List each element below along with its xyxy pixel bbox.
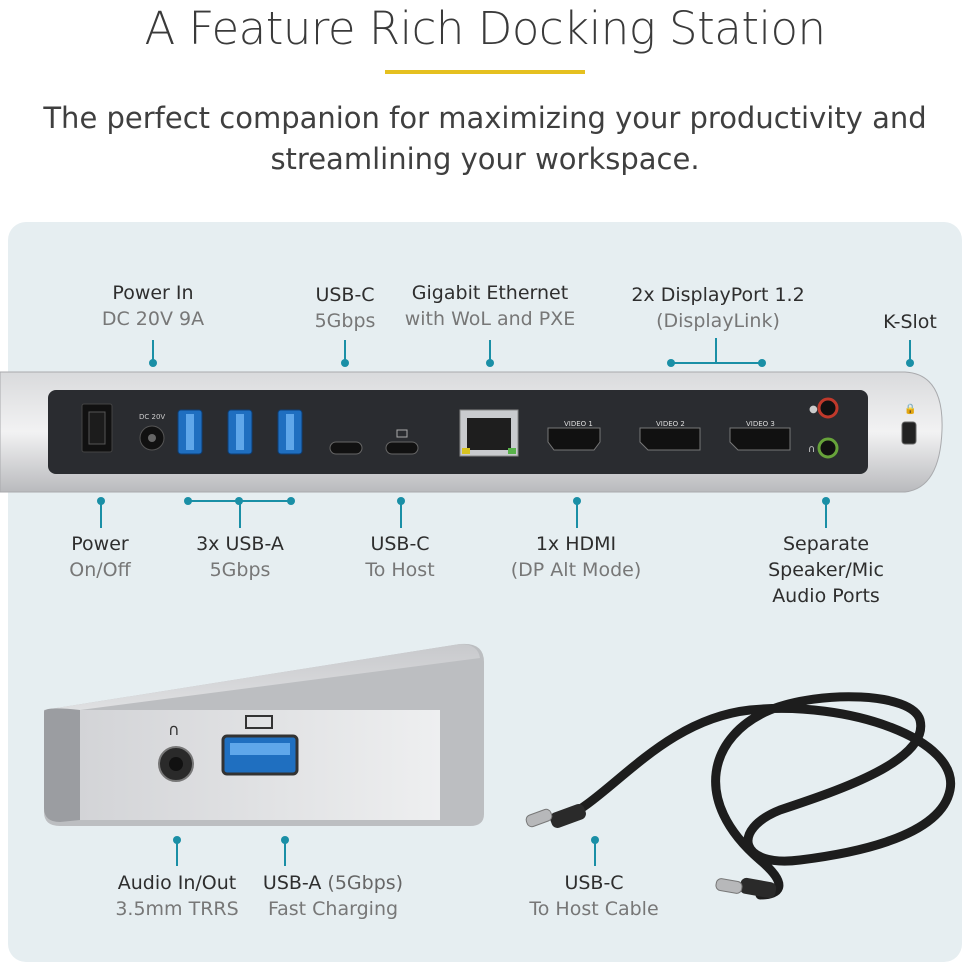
callout-audio-ports: Separate Speaker/Mic Audio Ports <box>752 531 900 609</box>
callout-pin <box>909 340 911 364</box>
usb-c-port <box>329 441 363 455</box>
page-subtitle: The perfect companion for maximizing you… <box>0 98 970 180</box>
callout-title: 2x DisplayPort 1.2 <box>631 284 805 306</box>
callout-title-suffix: (5Gbps) <box>321 872 404 894</box>
subtitle-line-1: The perfect companion for maximizing you… <box>43 101 927 135</box>
callout-title: 3x USB-A <box>196 533 284 555</box>
headset-icon: ∩ <box>168 720 180 739</box>
hdmi-port <box>547 427 601 451</box>
callout-gigabit-ethernet: Gigabit Ethernet with WoL and PXE <box>395 280 585 332</box>
mic-icon: ● <box>809 404 818 415</box>
product-panel <box>8 222 962 962</box>
callout-title: 1x HDMI <box>535 533 617 555</box>
callout-pin <box>152 340 154 364</box>
callout-sub: On/Off <box>69 559 131 581</box>
usb-c-host-port <box>385 441 419 455</box>
callout-title: K-Slot <box>883 311 937 333</box>
callout-usb-c-cable: USB-C To Host Cable <box>514 870 674 922</box>
callout-title: USB-A <box>262 872 322 894</box>
title-accent-rule <box>385 70 585 74</box>
callout-pin <box>594 840 596 866</box>
callout-dot <box>906 359 914 367</box>
callout-dot <box>287 497 295 505</box>
displayport-1 <box>639 427 701 451</box>
callout-sub: (DisplayLink) <box>656 310 780 332</box>
callout-dot <box>758 359 766 367</box>
callout-sub: Fast Charging <box>267 898 399 920</box>
usb-icon <box>245 715 273 729</box>
callout-usb-a: 3x USB-A 5Gbps <box>175 531 305 583</box>
callout-pin <box>176 840 178 866</box>
callout-dot <box>486 359 494 367</box>
callout-sub: DC 20V 9A <box>101 308 205 330</box>
callout-bracket <box>671 362 763 364</box>
dc-port-text: DC 20V <box>139 413 166 421</box>
displayport-2 <box>729 427 791 451</box>
callout-pin <box>489 340 491 364</box>
video3-text: VIDEO 3 <box>746 420 775 428</box>
callout-sub: To Host Cable <box>529 898 659 920</box>
callout-dot <box>667 359 675 367</box>
callout-title: USB-C <box>370 533 430 555</box>
callout-usb-c-host: USB-C To Host <box>340 531 460 583</box>
speaker-jack <box>817 437 839 459</box>
callout-displayport: 2x DisplayPort 1.2 (DisplayLink) <box>618 282 818 334</box>
callout-dot <box>184 497 192 505</box>
callout-title: USB-C <box>564 872 624 894</box>
callout-pin <box>239 500 241 528</box>
callout-sub: (DP Alt Mode) <box>510 559 642 581</box>
callout-pin <box>100 500 102 528</box>
callout-k-slot: K-Slot <box>865 309 955 335</box>
callout-sub: 5Gbps <box>209 559 271 581</box>
callout-sub: with WoL and PXE <box>404 308 576 330</box>
laptop-icon <box>396 429 408 438</box>
callout-title: Gigabit Ethernet <box>411 282 569 304</box>
mic-jack <box>817 397 839 419</box>
callout-sub-2: Audio Ports <box>772 585 880 607</box>
usb-c-cable <box>525 692 956 900</box>
headphone-icon: ∩ <box>808 444 815 455</box>
callout-title: Power <box>71 533 129 555</box>
k-slot <box>901 421 917 445</box>
callout-usb-c-5gbps: USB-C 5Gbps <box>285 282 405 334</box>
callout-power-switch: Power On/Off <box>40 531 160 583</box>
callout-pin <box>825 500 827 528</box>
callout-dot <box>149 359 157 367</box>
callout-pin <box>284 840 286 866</box>
callout-sub: 3.5mm TRRS <box>115 898 239 920</box>
callout-front-usb-a: USB-A (5Gbps) Fast Charging <box>248 870 418 922</box>
lock-icon: 🔒 <box>904 403 916 415</box>
subtitle-line-2: streamlining your workspace. <box>270 142 700 176</box>
video2-text: VIDEO 2 <box>656 420 685 428</box>
callout-pin <box>400 500 402 528</box>
callout-power-in: Power In DC 20V 9A <box>83 280 223 332</box>
callout-sub: Speaker/Mic <box>768 559 884 581</box>
callout-sub: 5Gbps <box>314 310 376 332</box>
callout-audio-in-out: Audio In/Out 3.5mm TRRS <box>107 870 247 922</box>
callout-title: Audio In/Out <box>117 872 237 894</box>
callout-title: Power In <box>112 282 194 304</box>
dock-rear-view: ● ∩ 🔒 <box>0 371 943 493</box>
callout-pin <box>715 338 717 364</box>
callout-title: Separate <box>782 533 870 555</box>
callout-hdmi: 1x HDMI (DP Alt Mode) <box>496 531 656 583</box>
video1-text: VIDEO 1 <box>564 420 593 428</box>
callout-sub: To Host <box>365 559 435 581</box>
callout-dot <box>341 359 349 367</box>
callout-title: USB-C <box>315 284 375 306</box>
callout-pin <box>344 340 346 364</box>
callout-pin <box>576 500 578 528</box>
dock-front-view: ∩ <box>44 643 484 826</box>
page-title: A Feature Rich Docking Station <box>144 2 826 55</box>
